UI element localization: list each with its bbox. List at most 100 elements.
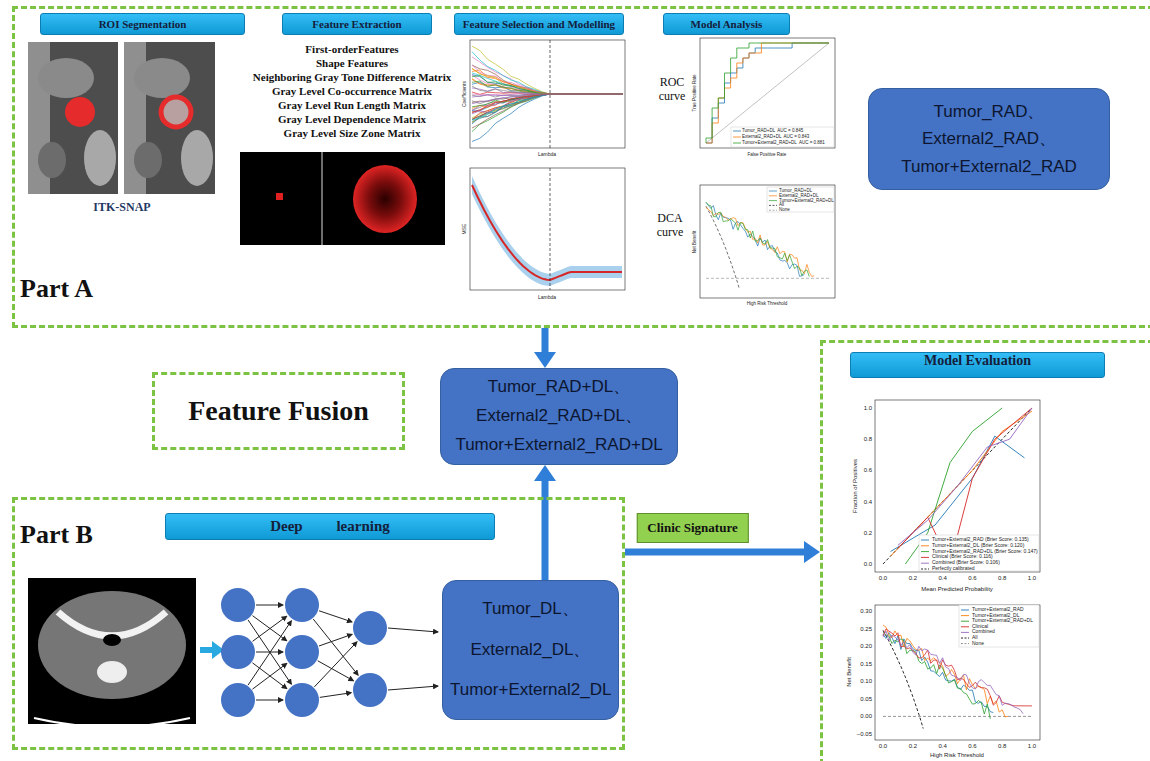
- plot-label: 0.6: [864, 467, 872, 474]
- legend-sample: [733, 131, 741, 132]
- plot-label: 0.05: [860, 695, 872, 702]
- lasso-path: [472, 94, 623, 123]
- node-text: Feature Extraction: [312, 18, 401, 30]
- lasso-path: [472, 94, 623, 113]
- node-text: Feature Selection and Modelling: [463, 18, 615, 30]
- connector-line: [542, 328, 549, 354]
- arrow-head: [534, 465, 556, 481]
- legend-box: [919, 535, 1039, 571]
- plot-label: Shape Features: [316, 57, 388, 70]
- dashed-panel: Feature Fusion: [152, 372, 405, 450]
- lasso-path: [472, 94, 623, 114]
- plot-label: 0.2: [909, 575, 917, 582]
- plot-label: Perfectly calibrated: [932, 566, 975, 572]
- lasso-path: [472, 94, 623, 97]
- legend-sample: [961, 626, 969, 627]
- lasso-path: [472, 94, 623, 122]
- plot-label: 1.0: [864, 405, 872, 412]
- header-pill: Feature Extraction: [282, 13, 432, 35]
- plot-label: Tumor_RAD+DL: [779, 188, 812, 193]
- plot-label: Tumor+External2_RAD+DL: [779, 198, 834, 203]
- lasso-path: [472, 75, 623, 94]
- lasso-path: [472, 52, 623, 94]
- node-text: Tumor_RAD+DL、 External2_RAD+DL、 Tumor+Ex…: [448, 373, 670, 460]
- legend-sample: [733, 137, 741, 138]
- legend-sample: [769, 210, 777, 211]
- neuron: [285, 588, 319, 622]
- net-link: [319, 611, 352, 622]
- plot-label: Gray Level Size Zone Matrix: [284, 127, 421, 140]
- lambda-line: [550, 168, 551, 290]
- lasso-path: [472, 94, 623, 107]
- axis-title: Fraction of Positives: [852, 459, 859, 513]
- net-link: [256, 605, 283, 606]
- mse-band: [472, 176, 622, 286]
- arrow-head: [804, 541, 820, 563]
- plot-label: Gray Level Run Length Matrix: [278, 99, 426, 112]
- legend-sample: [921, 569, 929, 570]
- plot-label: Tumor+External2_RAD+DL AUC = 0.881: [742, 140, 825, 145]
- lasso-path: [472, 69, 623, 94]
- plot-label: None: [779, 208, 790, 213]
- connector-line: [625, 549, 806, 556]
- plot-label: 0.25: [860, 625, 872, 632]
- legend-sample: [769, 200, 777, 201]
- treat-none: [883, 716, 1032, 717]
- neuron: [353, 611, 387, 645]
- node-text: ROI Segmentation: [99, 18, 187, 30]
- plot-label: None: [972, 641, 984, 647]
- feature-set-box: Tumor_RAD、 External2_RAD、 Tumor+External…: [868, 88, 1110, 190]
- lasso-path: [472, 94, 623, 122]
- lasso-path: [472, 94, 623, 132]
- neuron: [285, 683, 319, 717]
- plot-label: All: [779, 203, 784, 208]
- feature-set-box: Tumor_RAD+DL、 External2_RAD+DL、 Tumor+Ex…: [440, 368, 678, 465]
- net-link: [314, 642, 357, 687]
- plot-label: Lambda: [538, 295, 556, 301]
- plot-label: First-orderFeatures: [305, 43, 398, 56]
- ct-scan: [28, 578, 196, 724]
- net-link: [320, 693, 351, 698]
- dca-curve: [706, 202, 809, 276]
- axis-title: Coefficients: [462, 81, 468, 107]
- lasso-path: [472, 81, 623, 94]
- lasso-path: [472, 94, 623, 104]
- plot-label: Mean Predicted Probability: [921, 586, 993, 593]
- plot-label: Gray Level Dependence Matrix: [278, 113, 426, 126]
- header-pill: Feature Selection and Modelling: [454, 13, 624, 35]
- node-text: Part A: [20, 274, 93, 304]
- lasso-path: [472, 94, 623, 120]
- lasso-path: [472, 94, 623, 120]
- dca-curve: [883, 633, 993, 713]
- plot-label: 0.6: [968, 743, 976, 750]
- plot-label: 0.4: [938, 743, 946, 750]
- legend-box: [959, 605, 1039, 647]
- net-link: [388, 686, 438, 690]
- lasso-path: [472, 94, 623, 119]
- plot-label: Lambda: [538, 152, 556, 158]
- plot-label: 0.2: [864, 529, 872, 536]
- legend-sample: [921, 545, 929, 546]
- plot-label: Neighboring Gray Tone Difference Matrix: [253, 71, 451, 84]
- net-link: [256, 700, 283, 701]
- lasso-path: [472, 94, 623, 124]
- plot-line: [898, 408, 1032, 564]
- header-pill: ROI Segmentation: [40, 13, 245, 35]
- legend-sample: [733, 143, 741, 144]
- legend-sample: [921, 551, 929, 552]
- legend-sample: [921, 563, 929, 564]
- neuron: [221, 683, 255, 717]
- legend-sample: [961, 638, 969, 639]
- node-text: Model Evaluation: [850, 352, 1105, 378]
- lasso-path: [472, 57, 623, 94]
- legend-box: [731, 127, 834, 147]
- legend-sample: [769, 195, 777, 196]
- lasso-path: [472, 94, 623, 120]
- axis-title: Net Benefit: [846, 657, 853, 687]
- axis-title: True Positive Rate: [692, 75, 697, 112]
- neuron: [221, 635, 255, 669]
- axis-title: MSE: [462, 224, 468, 235]
- net-link: [253, 616, 287, 641]
- legend-sample: [921, 540, 929, 541]
- plot-label: 0.2: [909, 743, 917, 750]
